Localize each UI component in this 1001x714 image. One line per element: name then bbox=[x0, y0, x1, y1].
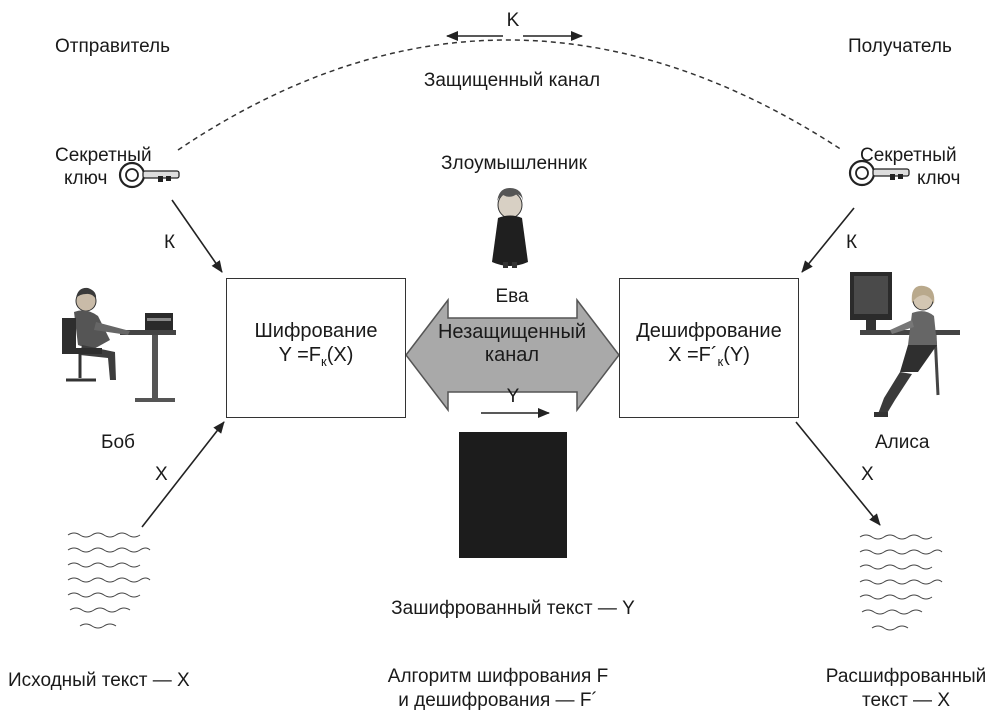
alice-figure bbox=[850, 272, 960, 417]
insecure-channel-line1: Незащищенный bbox=[437, 321, 587, 343]
left-secret-key-line1: Секретный bbox=[55, 145, 152, 166]
right-secret-key-line2: ключ bbox=[917, 168, 961, 189]
plaintext-arrow-label: X bbox=[155, 464, 168, 485]
key-symbol-label: K bbox=[506, 10, 520, 31]
sender-label: Отправитель bbox=[55, 36, 171, 57]
algorithm-line1: Алгоритм шифрования F bbox=[387, 666, 609, 687]
decryption-box: Дешифрование X =F´к(Y) bbox=[619, 278, 799, 418]
decrypted-arrow-label: X bbox=[861, 464, 874, 485]
left-key-arrow-label: К bbox=[164, 232, 176, 253]
receiver-label: Получатель bbox=[848, 36, 952, 57]
encryption-box: Шифрование Y =Fк(X) bbox=[226, 278, 406, 418]
alice-name: Алиса bbox=[875, 432, 930, 453]
ciphertext-arrow-label: Y bbox=[506, 386, 520, 407]
secure-channel-arc bbox=[177, 39, 843, 151]
right-key-arrow-label: К bbox=[846, 232, 858, 253]
decryption-formula-lhs: X =F´ bbox=[668, 344, 718, 366]
algorithm-line2: и дешифрования — F´ bbox=[398, 690, 598, 711]
plaintext-to-encrypt-arrow bbox=[141, 421, 225, 528]
decrypted-caption-line1: Расшифрованный bbox=[825, 666, 987, 687]
encryption-formula-rhs: (X) bbox=[326, 344, 354, 366]
encryption-formula-sub: к bbox=[321, 354, 327, 369]
secure-channel-label: Защищенный канал bbox=[423, 70, 601, 91]
plaintext-scribbles bbox=[67, 532, 151, 629]
decrypted-caption-line2: текст — X bbox=[861, 690, 951, 711]
bob-figure bbox=[62, 287, 176, 402]
encryption-title: Шифрование bbox=[254, 320, 378, 342]
ciphertext-caption: Зашифрованный текст — Y bbox=[391, 598, 635, 619]
right-key-arrow bbox=[801, 207, 855, 273]
right-secret-key-line1: Секретный bbox=[860, 145, 957, 166]
decryption-formula-rhs: (Y) bbox=[723, 344, 750, 366]
left-key-arrow bbox=[171, 199, 223, 273]
decrypt-to-plaintext-arrow bbox=[795, 421, 881, 526]
left-secret-key-line2: ключ bbox=[64, 168, 108, 189]
ciphertext-document bbox=[459, 432, 567, 558]
insecure-channel-line2: канал bbox=[484, 344, 540, 366]
decryption-formula-sub: к bbox=[717, 354, 724, 369]
encryption-formula: Y =Fк(X) bbox=[227, 343, 405, 374]
decryption-title: Дешифрование bbox=[636, 320, 782, 342]
eve-figure bbox=[492, 188, 528, 268]
attacker-title: Злоумышленник bbox=[441, 153, 587, 174]
plaintext-caption: Исходный текст — X bbox=[8, 670, 190, 691]
right-key-icon bbox=[848, 159, 910, 187]
decryption-formula: X =F´к(Y) bbox=[620, 343, 798, 374]
encryption-formula-lhs: Y =F bbox=[278, 344, 322, 366]
bob-name: Боб bbox=[101, 432, 135, 453]
decrypted-scribbles bbox=[859, 534, 943, 631]
attacker-name: Ева bbox=[495, 286, 529, 307]
left-key-icon bbox=[118, 161, 180, 189]
